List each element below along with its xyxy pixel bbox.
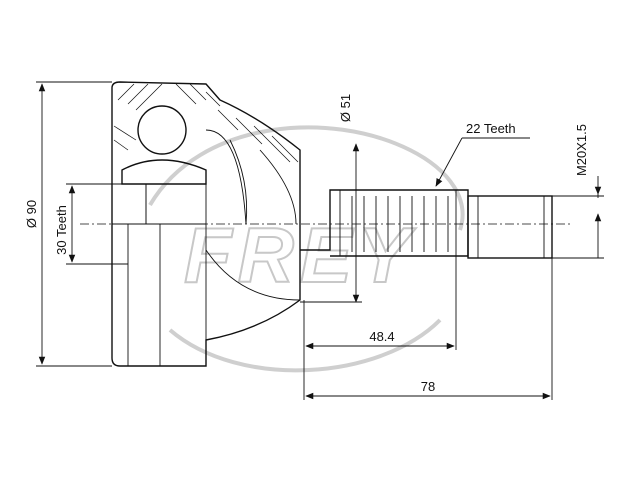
length-shoulder-label: 48.4: [369, 329, 394, 344]
dim-length-shoulder: 48.4: [303, 256, 457, 400]
dim-total-length: 78: [305, 258, 553, 400]
dim-outer-diameter: Ø 90: [24, 81, 112, 367]
inner-teeth-label: 30 Teeth: [54, 205, 69, 255]
section-hatching: [113, 83, 299, 163]
bell-housing: [111, 81, 301, 367]
thread-label: M20X1.5: [574, 124, 589, 176]
outer-teeth-label: 22 Teeth: [466, 121, 516, 136]
bell-diameter-label: Ø 51: [338, 94, 353, 122]
dim-inner-teeth: 30 Teeth: [54, 183, 146, 265]
dim-thread: M20X1.5: [552, 124, 604, 259]
watermark-text: FREY: [184, 211, 416, 299]
dim-outer-teeth: 22 Teeth: [435, 121, 530, 187]
ball: [137, 105, 187, 155]
stub-shaft: [300, 189, 553, 259]
total-length-label: 78: [421, 379, 435, 394]
watermark: FREY: [148, 125, 465, 373]
outer-diameter-label: Ø 90: [24, 200, 39, 228]
dim-bell-diameter: Ø 51: [300, 94, 362, 303]
